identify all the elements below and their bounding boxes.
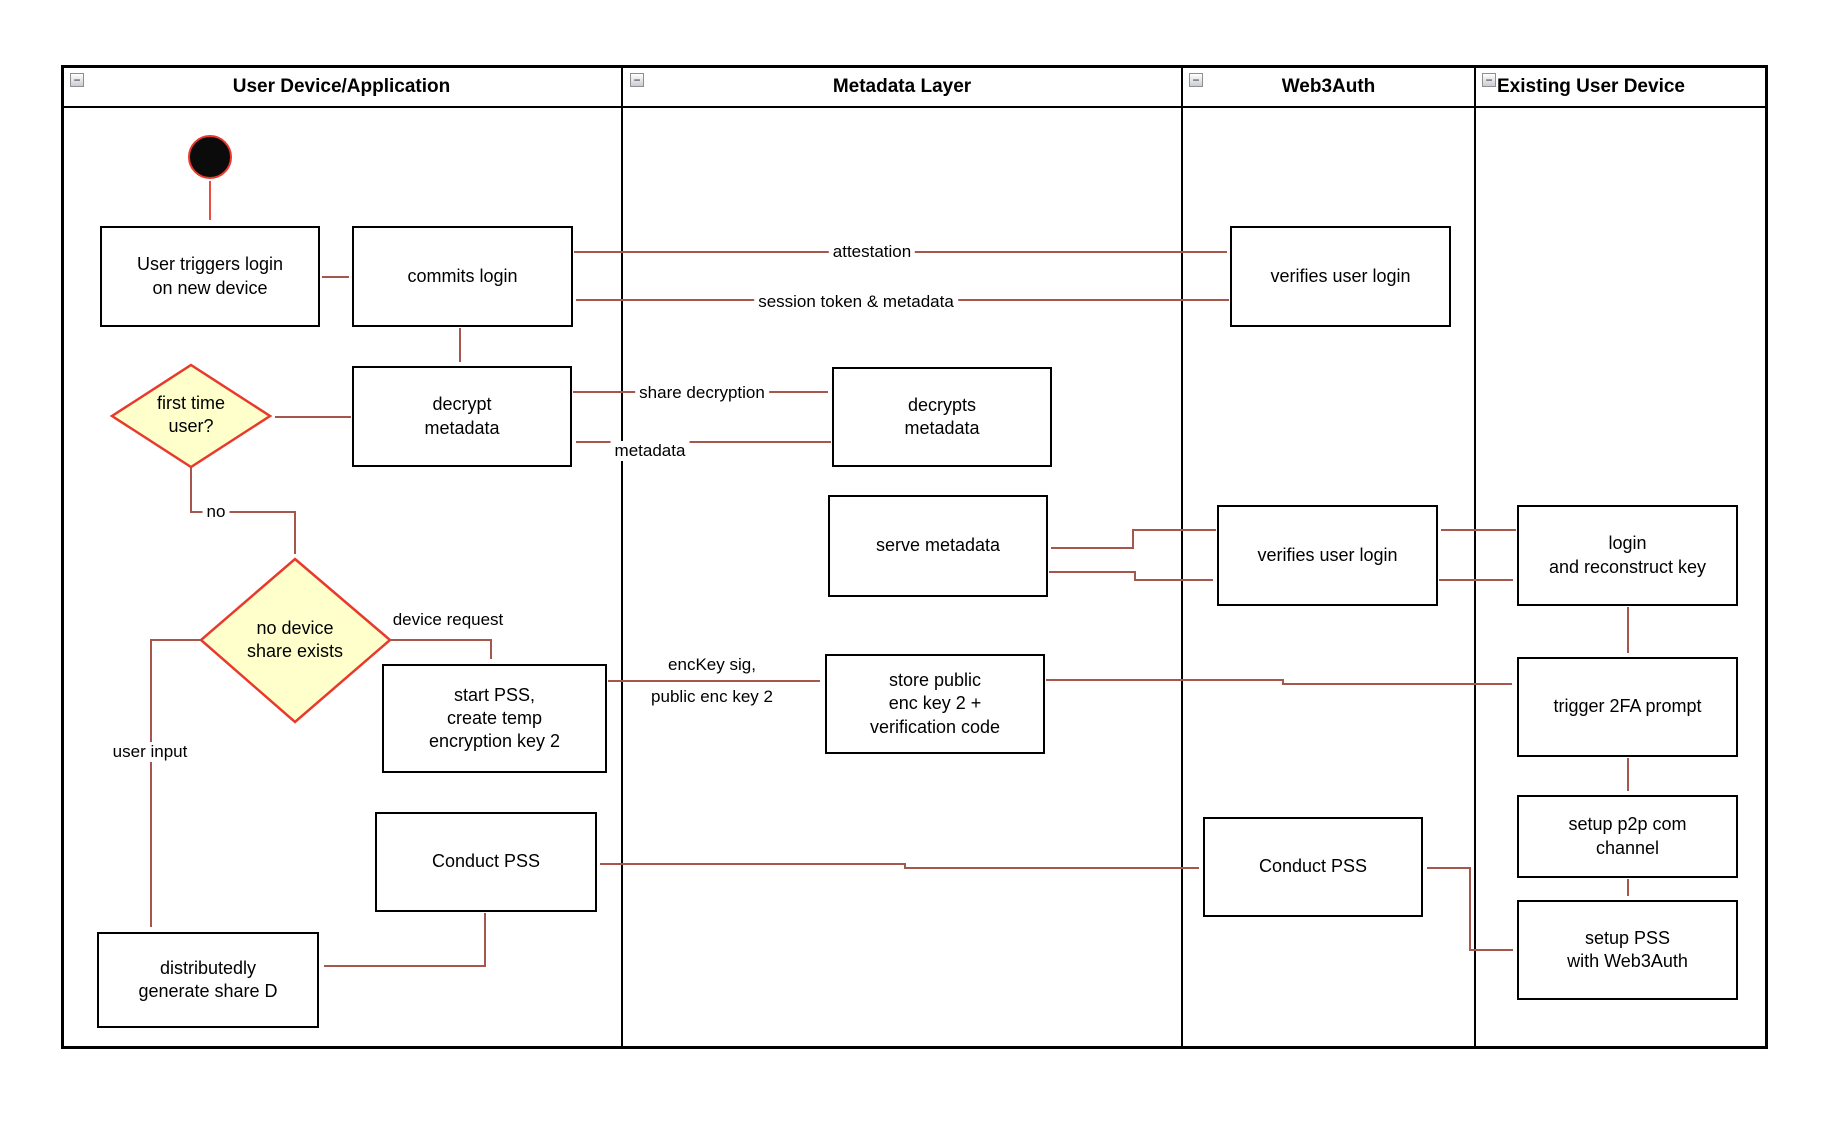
node-serve-metadata[interactable]: serve metadata	[828, 495, 1048, 597]
edge-label-enckey-sig: encKey sig,	[668, 655, 756, 674]
edge-label-metadata: metadata	[610, 441, 690, 461]
decision-first-time-user-label: first time user?	[156, 393, 225, 437]
node-decrypts-metadata[interactable]: decrypts metadata	[832, 367, 1052, 467]
decision-no-device-share-label: no device share exists	[246, 618, 344, 662]
node-setup-p2p-channel[interactable]: setup p2p com channel	[1517, 795, 1738, 878]
node-start-pss[interactable]: start PSS, create temp encryption key 2	[382, 664, 607, 773]
edge-verifies-to-serve	[1051, 529, 1216, 549]
edge-conduct-to-distributed	[324, 913, 486, 967]
lane-title-user-device[interactable]: User Device/Application	[232, 76, 451, 97]
lane-divider-2	[1181, 65, 1183, 1049]
swimlane-frame	[61, 65, 1768, 1049]
edge-label-share-decryption: share decryption	[635, 383, 769, 403]
node-conduct-pss-right[interactable]: Conduct PSS	[1203, 817, 1423, 917]
lane-title-web3auth[interactable]: Web3Auth	[1281, 76, 1376, 97]
lane-title-existing-user-device[interactable]: Existing User Device	[1497, 76, 1685, 97]
edge-label-attestation: attestation	[828, 242, 916, 262]
edge-serve-to-verifies	[1049, 571, 1213, 581]
collapse-icon[interactable]: −	[1189, 73, 1203, 87]
edge-store-to-2fa	[1046, 679, 1512, 685]
lane-title-metadata-layer[interactable]: Metadata Layer	[832, 76, 972, 97]
edge-label-user-input: user input	[108, 742, 192, 762]
node-setup-pss-web3auth[interactable]: setup PSS with Web3Auth	[1517, 900, 1738, 1000]
swimlane-header-row	[61, 65, 1768, 108]
node-store-public-enc-key[interactable]: store public enc key 2 + verification co…	[825, 654, 1045, 754]
decision-no-device-share-shape[interactable]	[199, 557, 392, 724]
edge-device-request	[390, 639, 492, 659]
node-decrypt-metadata[interactable]: decrypt metadata	[352, 366, 572, 467]
node-verifies-user-login-1[interactable]: verifies user login	[1230, 226, 1451, 327]
node-distributed-share[interactable]: distributedly generate share D	[97, 932, 319, 1028]
node-login-reconstruct-key[interactable]: login and reconstruct key	[1517, 505, 1738, 606]
edge-conduct-to-setuppss	[1427, 867, 1513, 951]
node-user-triggers-login[interactable]: User triggers login on new device	[100, 226, 320, 327]
node-trigger-2fa-prompt[interactable]: trigger 2FA prompt	[1517, 657, 1738, 757]
decision-first-time-user-shape[interactable]	[109, 363, 273, 469]
edge-no-branch	[190, 468, 296, 554]
lane-divider-1	[621, 65, 623, 1049]
node-verifies-user-login-2[interactable]: verifies user login	[1217, 505, 1438, 606]
edge-label-public-enc-key: public enc key 2	[651, 687, 773, 706]
node-commits-login[interactable]: commits login	[352, 226, 573, 327]
collapse-icon[interactable]: −	[1482, 73, 1496, 87]
lane-divider-3	[1474, 65, 1476, 1049]
collapse-icon[interactable]: −	[70, 73, 84, 87]
collapse-icon[interactable]: −	[630, 73, 644, 87]
edge-label-session-token: session token & metadata	[754, 292, 958, 312]
flow-edges	[150, 251, 1629, 967]
node-conduct-pss-left[interactable]: Conduct PSS	[375, 812, 597, 912]
edge-label-no: no	[202, 502, 230, 522]
edge-conduct-pss-link	[600, 863, 1199, 869]
edge-user-input	[150, 639, 201, 927]
edge-label-device-request: device request	[392, 610, 504, 629]
start-node[interactable]	[188, 135, 232, 179]
